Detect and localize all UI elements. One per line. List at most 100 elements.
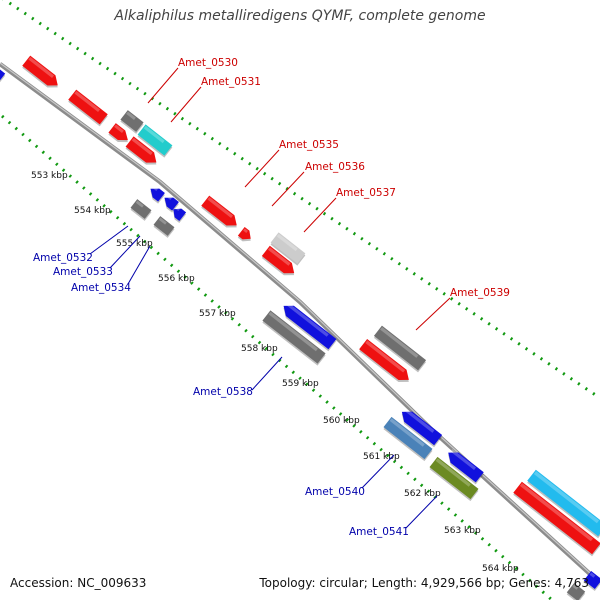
gene-label[interactable]: Amet_0539	[450, 287, 510, 299]
gene-label[interactable]: Amet_0535	[279, 139, 339, 151]
gene-feature[interactable]	[0, 65, 6, 86]
gene-arrow[interactable]	[429, 456, 479, 500]
tick-label: 559 kbp	[282, 379, 319, 389]
gene-feature[interactable]	[270, 232, 307, 266]
gene-feature[interactable]	[153, 216, 176, 238]
gene-arrow[interactable]	[262, 310, 326, 364]
gene-arrow[interactable]	[398, 407, 443, 446]
accession-text: Accession: NC_009633	[10, 576, 147, 590]
gene-arrow[interactable]	[261, 245, 298, 278]
gene-arrow[interactable]	[583, 570, 600, 590]
leader-line	[303, 197, 337, 233]
gene-highlight	[158, 217, 167, 225]
gene-feature[interactable]	[397, 407, 443, 448]
gene-label[interactable]: Amet_0538	[193, 386, 253, 398]
tick-label: 555 kbp	[116, 239, 153, 249]
gene-arrow[interactable]	[22, 55, 62, 91]
gene-feature[interactable]	[526, 469, 600, 539]
gene-feature[interactable]	[125, 136, 162, 169]
tick-label: 562 kbp	[404, 489, 441, 499]
gene-arrow[interactable]	[161, 193, 179, 211]
gene-label[interactable]: Amet_0540	[305, 486, 365, 498]
gene-highlight	[152, 185, 158, 192]
gene-feature[interactable]	[67, 89, 108, 127]
gene-arrow[interactable]	[237, 226, 254, 243]
gene-label[interactable]: Amet_0541	[349, 526, 409, 538]
gene-label[interactable]: Amet_0537	[336, 187, 396, 199]
leader-line	[361, 454, 395, 489]
gene-feature[interactable]	[429, 456, 480, 502]
gene-feature[interactable]	[130, 199, 153, 221]
gene-feature[interactable]	[566, 582, 586, 600]
gene-arrow[interactable]	[153, 216, 175, 236]
gene-highlight	[404, 408, 435, 433]
tick-label: 561 kbp	[363, 452, 400, 462]
gene-arrow[interactable]	[527, 469, 600, 537]
gene-arrow[interactable]	[201, 195, 241, 231]
tick-label: 556 kbp	[158, 274, 195, 284]
gene-arrow[interactable]	[68, 89, 108, 125]
gene-arrow[interactable]	[566, 582, 586, 600]
gene-feature[interactable]	[237, 226, 255, 245]
gene-arrow[interactable]	[137, 124, 173, 156]
gene-feature[interactable]	[200, 195, 241, 233]
gene-feature[interactable]	[119, 110, 144, 134]
tick-label: 560 kbp	[323, 416, 360, 426]
gene-label[interactable]: Amet_0530	[178, 57, 238, 69]
gene-arrow[interactable]	[125, 136, 161, 167]
gene-feature[interactable]	[169, 205, 187, 224]
gene-label[interactable]: Amet_0534	[71, 282, 131, 294]
leader-line	[109, 235, 141, 269]
gene-arrow[interactable]	[120, 110, 144, 132]
gene-highlight	[28, 56, 55, 78]
genome-backbone-highlight	[0, 62, 591, 574]
gene-arrow[interactable]	[270, 232, 306, 264]
gene-feature[interactable]	[443, 448, 484, 485]
gene-arrow[interactable]	[280, 301, 337, 350]
gene-feature[interactable]	[21, 55, 62, 93]
gene-highlight	[276, 233, 298, 252]
gene-feature[interactable]	[383, 416, 434, 462]
gene-feature[interactable]	[146, 184, 166, 204]
gene-highlight	[267, 247, 291, 266]
gene-arrow[interactable]	[0, 65, 6, 84]
gene-arrow[interactable]	[170, 205, 187, 222]
gene-label[interactable]: Amet_0531	[201, 76, 261, 88]
gene-feature[interactable]	[137, 124, 174, 158]
gene-feature[interactable]	[107, 123, 132, 147]
gene-highlight	[533, 471, 600, 524]
gene-feature[interactable]	[583, 570, 600, 592]
gene-feature[interactable]	[358, 339, 414, 387]
gene-arrow[interactable]	[383, 416, 433, 460]
gene-feature[interactable]	[373, 325, 427, 373]
gene-label[interactable]: Amet_0532	[33, 252, 93, 264]
gene-arrow[interactable]	[108, 123, 131, 145]
gene-highlight	[175, 206, 180, 212]
gene-feature[interactable]	[261, 245, 299, 280]
gene-feature[interactable]	[279, 301, 338, 352]
leader-line	[127, 245, 151, 285]
leader-line	[147, 67, 179, 104]
gene-label[interactable]: Amet_0536	[305, 161, 365, 173]
gene-arrow[interactable]	[444, 448, 484, 483]
gene-feature[interactable]	[512, 481, 600, 557]
map-title: Alkaliphilus metalliredigens QYMF, compl…	[114, 8, 486, 24]
gene-highlight	[365, 340, 406, 373]
gene-highlight	[285, 302, 329, 337]
gene-highlight	[166, 194, 172, 201]
gene-feature[interactable]	[160, 193, 180, 213]
gene-highlight	[572, 584, 579, 590]
gene-label[interactable]: Amet_0533	[53, 266, 113, 278]
gene-arrow[interactable]	[373, 325, 427, 371]
gene-arrow[interactable]	[147, 184, 165, 202]
gene-highlight	[243, 228, 248, 234]
gene-arrow[interactable]	[513, 481, 600, 555]
gene-arrow[interactable]	[130, 199, 152, 219]
gene-highlight	[131, 137, 153, 156]
gene-feature[interactable]	[261, 310, 326, 366]
gene-arrow[interactable]	[359, 339, 413, 385]
leader-line	[251, 356, 283, 391]
tick-label: 554 kbp	[74, 206, 111, 216]
leader-line	[170, 86, 202, 123]
